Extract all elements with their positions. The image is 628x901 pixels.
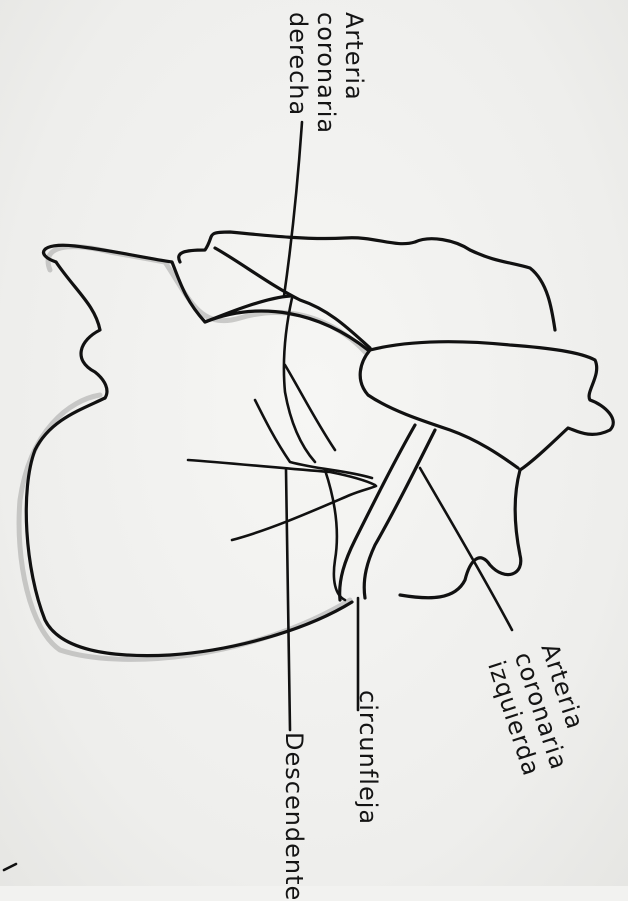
leader-descending [286, 470, 290, 730]
leader-right-coronary [284, 122, 302, 296]
heart-outline-left-notch [56, 262, 107, 398]
aorta-outline [179, 232, 555, 330]
left-atrium-lower [400, 470, 521, 598]
coronary-branch-4 [285, 365, 335, 450]
leader-left-coronary [420, 468, 512, 630]
coronary-branch-3 [232, 486, 376, 540]
right-coronary-vessel [284, 298, 315, 462]
ink-stroke-mark [4, 864, 16, 870]
label-descending: Descendente [280, 732, 308, 901]
pulmonary-trunk [360, 350, 518, 468]
left-coronary-vessel [340, 425, 415, 600]
heart-outline-ventricles [26, 398, 352, 656]
label-circumflex: circunfleja [354, 690, 382, 825]
label-right-coronary: Arteria coronaria derecha [284, 12, 368, 134]
